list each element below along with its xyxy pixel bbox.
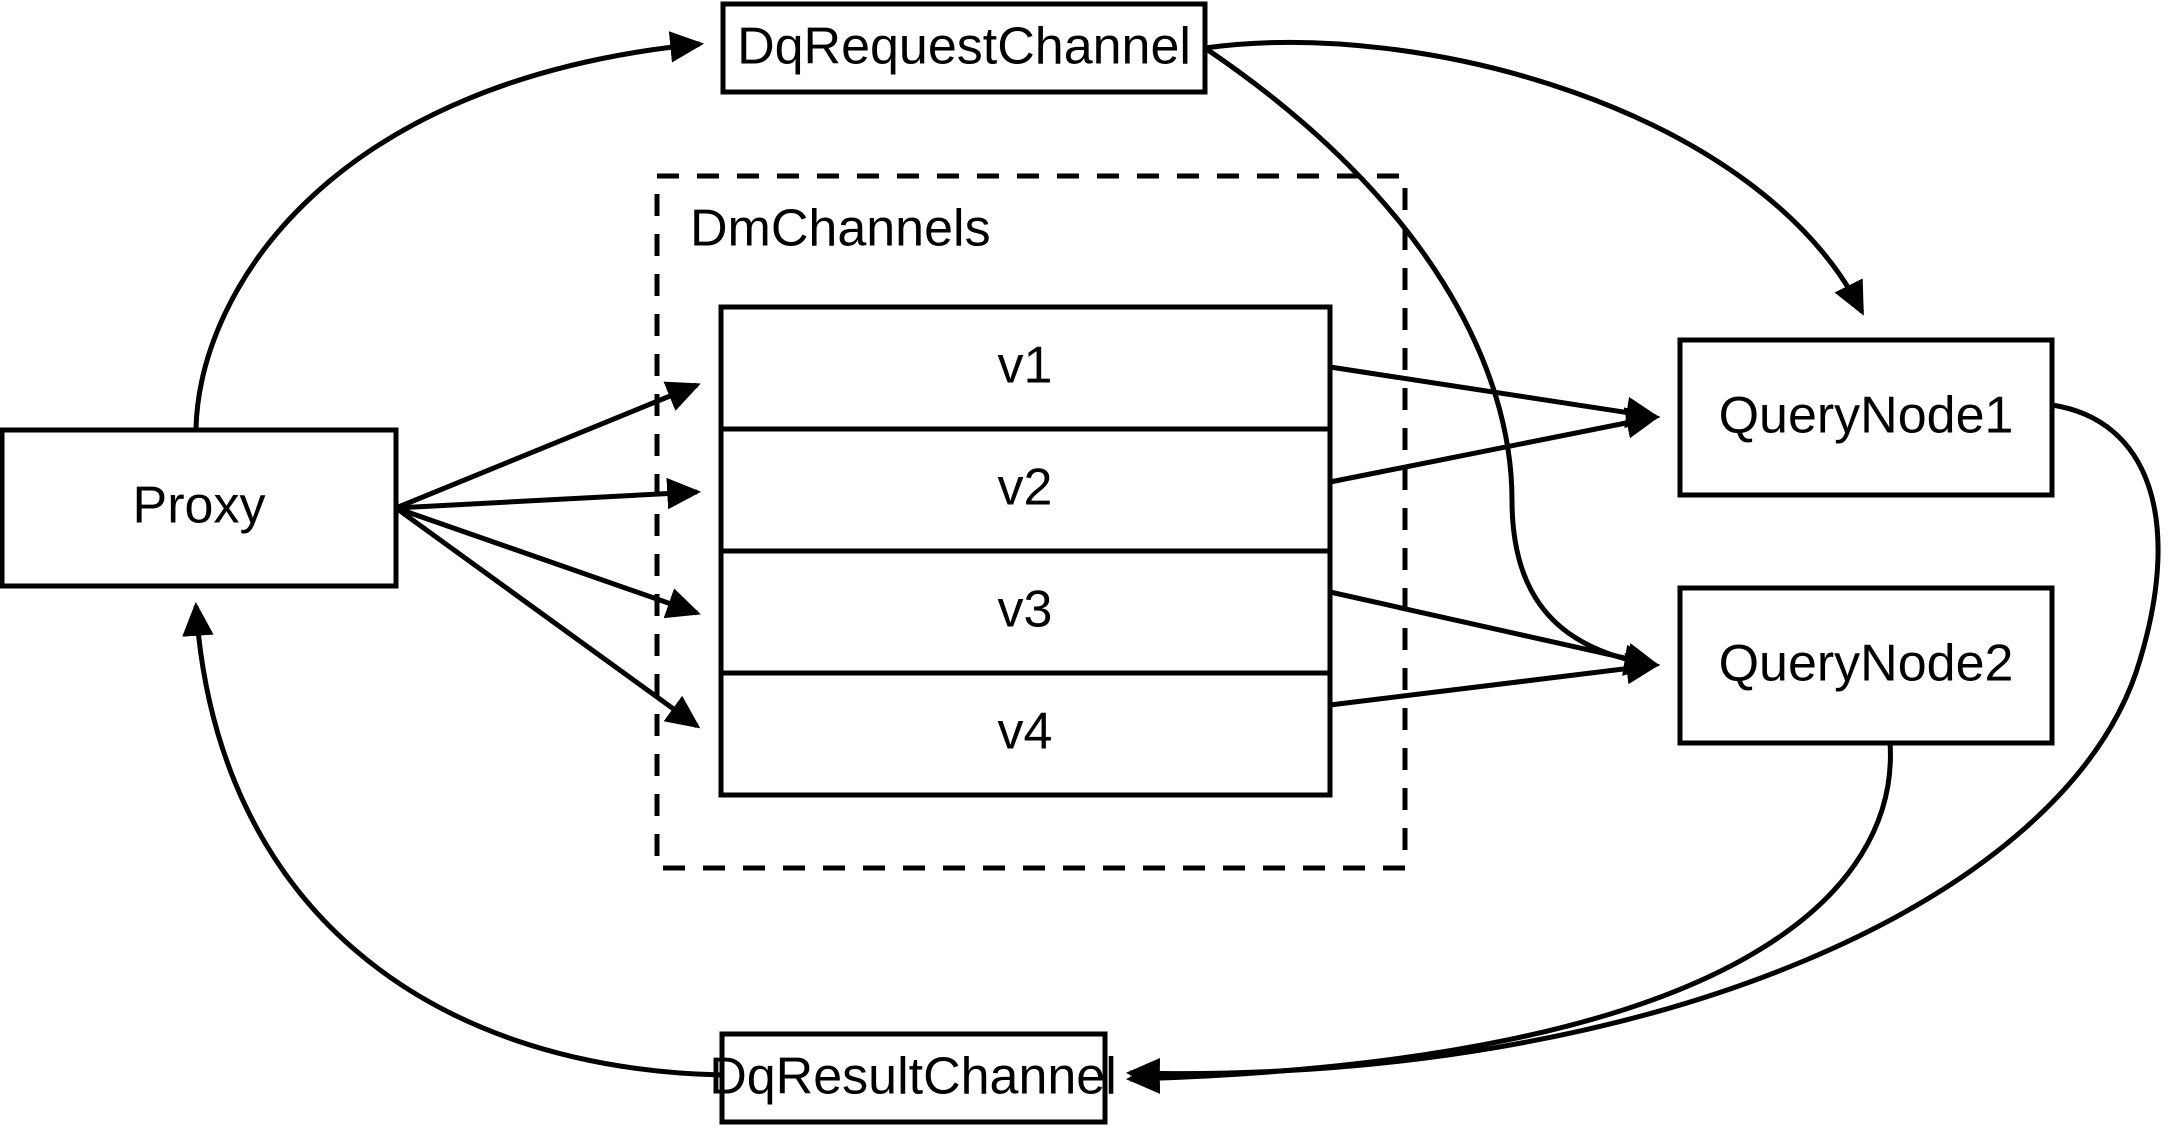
node-query-node-1[interactable]: QueryNode1 <box>1677 337 2055 498</box>
dmchannels-group-border <box>654 173 1408 871</box>
edge-querynode1-to-dqresultchannel <box>1125 402 2161 1090</box>
channel-label-v1: v1 <box>998 337 1053 395</box>
edge-querynode2-to-dqresultchannel <box>1125 741 1893 1094</box>
query-node-1-label: QueryNode1 <box>1719 387 2014 445</box>
node-dq-result-channel[interactable]: DqResultChannel <box>709 1031 1117 1125</box>
edge-proxy-to-dqrequestchannel <box>193 31 705 429</box>
edge-v2-to-querynode1 <box>1329 407 1661 485</box>
edge-layer <box>182 31 2161 1094</box>
edge-proxy-to-v2 <box>395 477 702 511</box>
channel-label-v2: v2 <box>998 459 1053 517</box>
edge-proxy-to-v4 <box>394 505 701 729</box>
channel-label-v3: v3 <box>998 581 1053 639</box>
query-node-1-box[interactable] <box>1677 337 2055 498</box>
channel-label-v4: v4 <box>998 703 1053 761</box>
node-proxy[interactable]: Proxy <box>0 427 399 589</box>
node-dq-request-channel[interactable]: DqRequestChannel <box>720 1 1208 95</box>
dmchannels-group: DmChannels <box>654 173 1408 871</box>
edge-v4-to-querynode2 <box>1329 652 1661 708</box>
proxy-label: Proxy <box>133 477 266 535</box>
edge-dqrequestchannel-to-querynode1 <box>1204 40 1865 316</box>
edge-proxy-to-v3 <box>395 505 701 619</box>
edge-dqrequestchannel-to-querynode2 <box>1203 45 1659 676</box>
query-node-2-box[interactable] <box>1677 585 2055 746</box>
edge-dqresultchannel-to-proxy <box>182 601 723 1078</box>
dmchannels-group-label: DmChannels <box>690 200 991 258</box>
node-query-node-2[interactable]: QueryNode2 <box>1677 585 2055 746</box>
dmchannels-stack: v1 v2 v3 v4 <box>718 304 1333 798</box>
dq-request-channel-label: DqRequestChannel <box>737 18 1191 76</box>
query-node-2-label: QueryNode2 <box>1719 635 2014 693</box>
proxy-box[interactable] <box>0 427 399 589</box>
edge-proxy-to-v1 <box>395 381 701 511</box>
dq-result-channel-label: DqResultChannel <box>709 1048 1117 1106</box>
dq-result-channel-box[interactable] <box>719 1031 1108 1125</box>
dq-request-channel-box[interactable] <box>720 1 1208 95</box>
